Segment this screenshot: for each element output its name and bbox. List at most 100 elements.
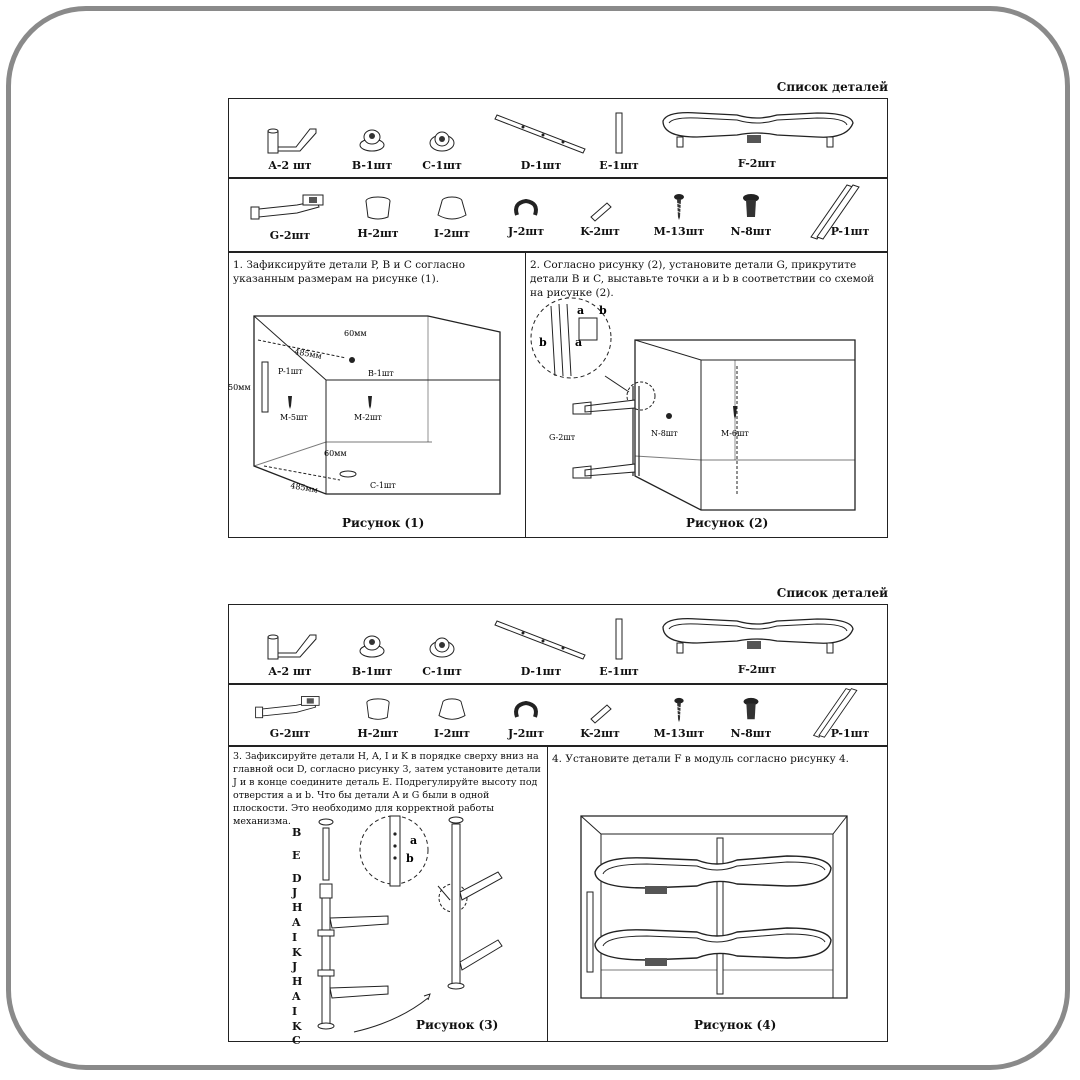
fig3-letter: H [292,901,303,915]
fig2-label: b [599,304,607,317]
instruction-sheet-1: Список деталей A-2 шт B-1шт C-1шт D-1шт … [228,80,888,538]
part-k-icon [590,704,612,724]
part-a-label: A-2 шт [268,159,312,172]
part-c: C-1шт [417,631,467,678]
fig3-label-b: b [406,852,414,865]
fig3-letter: I [292,1004,298,1018]
part-d-label: D-1шт [520,665,562,678]
part-b-label: B-1шт [351,159,393,172]
parts-row-1: A-2 шт B-1шт C-1шт D-1шт E-1шт F-2шт [228,98,888,178]
part-k: K-2шт [575,701,625,740]
fig1-label: 60мм [324,449,347,458]
part-c-icon [429,131,455,152]
part-b-icon [359,129,385,152]
fig2-label: M-6шт [721,429,749,438]
part-c-icon [429,637,455,658]
part-n-label: N-8шт [730,225,772,238]
part-g-icon [250,194,324,220]
screw-icon [674,194,684,220]
part-g-label: G-2шт [269,727,311,740]
screw-icon [674,697,684,723]
fig1-label: B-1шт [368,369,394,378]
part-h: H-2шт [353,697,403,740]
fig1-label: C-1шт [370,481,396,490]
figure-1-cabinet: 60мм 485мм P-1шт B-1шт 50мм M-5шт M-2шт … [228,315,501,495]
part-g: G-2шт [245,693,335,740]
part-n: N-8шт [721,193,781,238]
step-1-text: 1. Зафиксируйте детали P, B и C согласно… [233,259,466,285]
part-j: J-2шт [501,699,551,740]
fig3-letter: E [292,848,301,862]
fig1-label: M-5шт [280,413,308,422]
fig3-letter: J [292,960,298,974]
part-b-label: B-1шт [351,665,393,678]
instruction-sheet-2: Список деталей A-2 шт B-1шт C-1шт D-1шт … [228,586,888,1047]
part-p-caption: P-1шт [825,225,875,238]
part-e: E-1шт [599,111,639,172]
fig2-label: a [577,304,584,317]
part-f-icon [662,618,854,654]
parts-list-title: Список деталей [776,586,888,600]
fig3-letter: K [292,1019,302,1033]
part-p-caption: P-1шт [825,727,875,740]
fig1-label: 485мм [294,347,323,361]
part-d-label: D-1шт [520,159,562,172]
part-d: D-1шт [491,113,591,172]
part-f: F-2шт [657,109,857,170]
part-n-label: N-8шт [730,727,772,740]
part-j-label: J-2шт [507,727,545,740]
part-p-icon [810,184,860,240]
parts-row-2: G-2шт H-2шт I-2шт J-2шт K-2шт M-13шт N-8… [228,178,888,252]
part-p-label: P-1шт [830,727,870,740]
fig3-letter: I [292,930,298,944]
rounded-frame [6,6,1070,1070]
part-j-icon [514,700,538,718]
fig3-letter: J [292,886,298,900]
part-a: A-2 шт [255,629,325,678]
bolt-icon [743,194,759,217]
part-n: N-8шт [721,697,781,740]
fig3-letter: A [292,915,301,929]
part-m-label: M-13шт [653,727,705,740]
part-f: F-2шт [657,615,857,676]
part-g-icon [255,696,320,719]
fig3-letter: H [292,975,303,989]
step-2-text: 2. Согласно рисунку (2), установите дета… [530,259,875,299]
part-c-label: C-1шт [422,159,462,172]
fig3-letter: D [292,871,302,885]
part-i: I-2шт [427,697,477,740]
part-i-label: I-2шт [433,227,470,240]
part-i-label: I-2шт [433,727,470,740]
part-d: D-1шт [491,619,591,678]
part-h-icon [366,698,390,720]
fig3-letter: A [292,989,301,1003]
part-e: E-1шт [599,617,639,678]
part-d-icon [494,620,586,660]
figure-4-caption: Рисунок (4) [694,1018,777,1032]
part-c: C-1шт [417,125,467,172]
figure-1-caption: Рисунок (1) [342,516,425,530]
part-b: B-1шт [347,631,397,678]
part-p [797,685,877,743]
fig3-letter-column: B E D J H A I K J H A I K C [292,826,306,1049]
part-c-label: C-1шт [422,665,462,678]
part-e-icon [615,112,623,154]
part-a: A-2 шт [255,123,325,172]
step-4-panel [547,746,888,1042]
fig1-label: 50мм [228,383,251,392]
fig2-label: G-2шт [549,433,576,442]
fig2-label: N-8шт [651,429,678,438]
fig3-letter: K [292,945,302,959]
fig2-label: a [575,336,582,349]
part-k-label: K-2шт [580,727,620,740]
fig2-label: b [539,336,547,349]
part-j-label: J-2шт [507,225,545,238]
part-b-icon [359,635,385,658]
fig1-label: M-2шт [354,413,382,422]
parts-row-2: G-2шт H-2шт I-2шт J-2шт K-2шт M-13шт N-8… [228,684,888,746]
part-f-icon [662,112,854,148]
part-p-icon [812,688,858,738]
part-k: K-2шт [575,199,625,238]
part-m: M-13шт [649,697,709,740]
part-i-icon [438,698,466,720]
